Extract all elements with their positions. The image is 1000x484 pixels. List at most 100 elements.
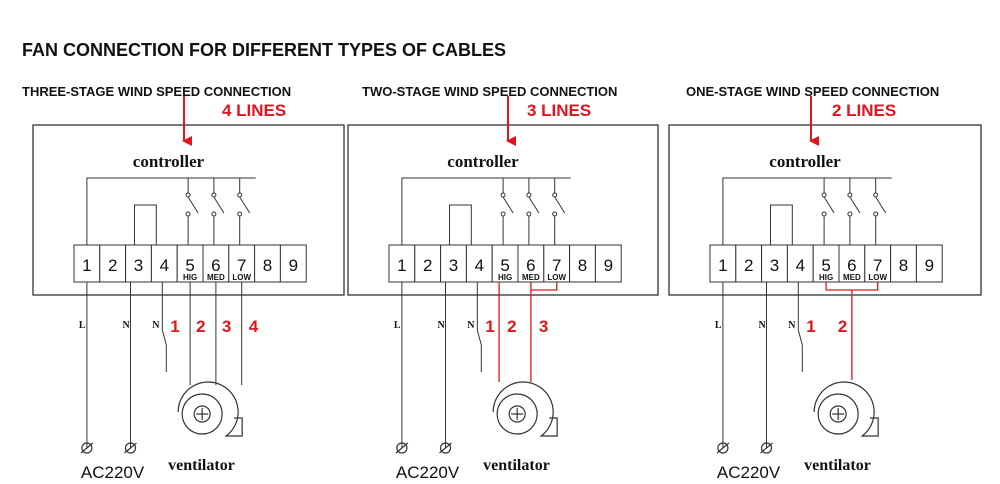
power-terminal-icon [760,442,773,454]
controller-box [347,124,659,296]
panel-heading: TWO-STAGE WIND SPEED CONNECTION [362,84,617,99]
speed-label-low: LOW [868,273,887,282]
terminal-2 [735,244,763,283]
wire-label-n: N [467,320,475,331]
fan-label: ventilator [168,457,235,474]
terminal-9 [279,244,307,283]
fan-label: ventilator [804,457,871,474]
wire-n-fan [476,282,482,372]
power-terminal-icon [124,442,137,454]
controller-label: controller [447,152,519,171]
jumper-loop [449,204,472,246]
page-title: FAN CONNECTION FOR DIFFERENT TYPES OF CA… [22,40,506,60]
terminal-9 [915,244,943,283]
relay-switch-icon [823,196,835,214]
wire-number: 1 [485,317,494,336]
terminal-7 [864,244,892,283]
power-label: AC220V [81,463,145,482]
terminal-number: 5 [821,256,830,275]
terminal-4 [465,244,493,283]
speed-label-hig: HIG [498,273,512,282]
terminal-number: 1 [82,256,91,275]
terminal-8 [890,244,917,283]
terminal-number: 6 [526,256,535,275]
terminal-number: 7 [237,256,246,275]
panel-heading: THREE-STAGE WIND SPEED CONNECTION [22,84,291,99]
internal-bus [722,177,892,245]
fan-icon [492,381,558,437]
terminal-number: 2 [744,256,753,275]
terminal-number: 9 [289,256,298,275]
terminal-number: 3 [449,256,458,275]
wire-n-fan [797,282,803,372]
panel-heading: ONE-STAGE WIND SPEED CONNECTION [686,84,939,99]
power-label: AC220V [396,463,460,482]
terminal-5 [491,244,519,283]
terminal-number: 7 [873,256,882,275]
fan-label: ventilator [483,457,550,474]
speed-label-low: LOW [547,273,566,282]
relay-switch-icon [213,196,225,214]
terminal-1 [73,244,101,283]
terminal-6 [202,244,230,283]
controller-label: controller [769,152,841,171]
terminal-number: 7 [552,256,561,275]
internal-bus [401,177,571,245]
controller-box [668,124,982,296]
terminal-number: 5 [500,256,509,275]
wire-number: 3 [222,317,231,336]
wire-label-l: L [79,320,86,331]
relay-switch-icon [875,196,887,214]
controller-label: controller [133,152,205,171]
wire-n-fan [161,282,167,372]
terminal-number: 3 [770,256,779,275]
terminal-9 [594,244,622,283]
speed-label-med: MED [207,273,225,282]
terminal-number: 3 [134,256,143,275]
terminal-number: 1 [397,256,406,275]
terminal-number: 2 [423,256,432,275]
wire-label-n: N [123,320,131,331]
terminal-number: 2 [108,256,117,275]
internal-bus [86,177,256,245]
terminal-8 [254,244,281,283]
terminal-3 [125,244,152,283]
terminal-number: 6 [847,256,856,275]
wire-label-n: N [788,320,796,331]
relay-switch-icon [502,196,514,214]
wire-number: 2 [838,317,847,336]
power-label: AC220V [717,463,781,482]
terminal-4 [150,244,178,283]
fan-icon [177,381,243,437]
relay-switch-icon [528,196,540,214]
jumper-loop [134,204,157,246]
wire-number: 4 [249,317,259,336]
terminal-number: 9 [925,256,934,275]
wire-number: 1 [170,317,179,336]
jumper-loop [770,204,793,246]
speed-label-hig: HIG [819,273,833,282]
relay-switch-icon [239,196,251,214]
speed-label-hig: HIG [183,273,197,282]
terminal-3 [440,244,467,283]
fan-icon [813,381,879,437]
lines-count-label: 4 LINES [222,101,286,120]
terminal-number: 9 [604,256,613,275]
power-terminal-icon [716,442,730,454]
terminal-number: 5 [185,256,194,275]
relay-switch-icon [187,196,199,214]
wire-number: 2 [507,317,516,336]
panel-1: THREE-STAGE WIND SPEED CONNECTION 4 LINES… [22,84,345,482]
terminal-number: 8 [578,256,587,275]
wire-label-l: L [715,320,722,331]
relay-switch-icon [554,196,566,214]
wire-label-n: N [152,320,160,331]
terminal-number: 6 [211,256,220,275]
wire-number: 1 [806,317,815,336]
power-terminal-icon [80,442,94,454]
terminal-number: 8 [899,256,908,275]
